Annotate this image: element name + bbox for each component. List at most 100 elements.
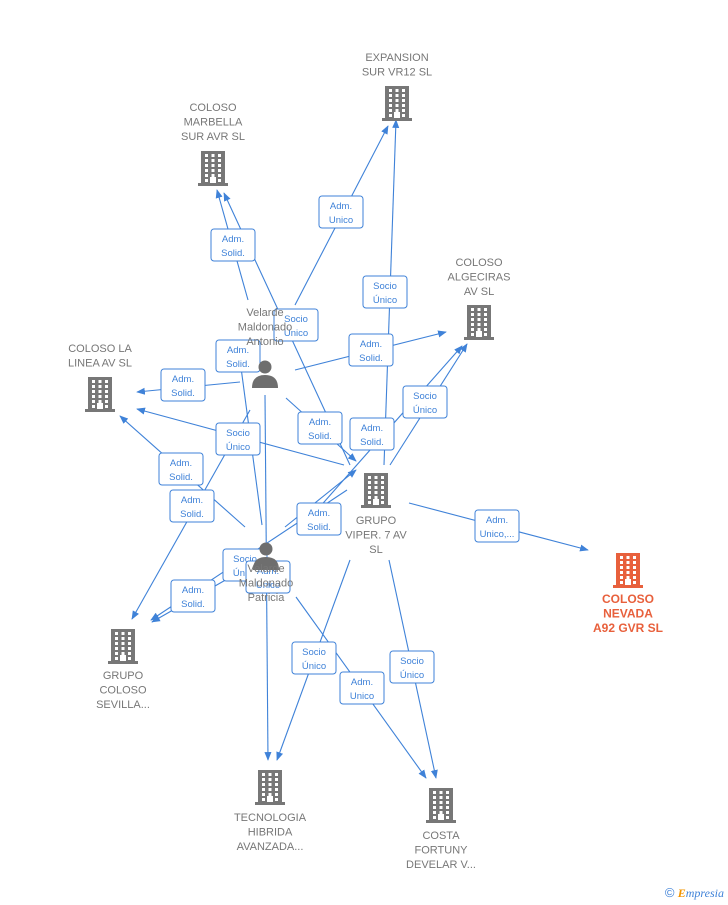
node-marbella[interactable]: COLOSO MARBELLA SUR AVR SL (181, 102, 245, 186)
node-label: GRUPO (356, 515, 397, 527)
node-label: SUR AVR SL (181, 131, 245, 143)
edge-label-box (362, 275, 408, 309)
node-tecnologia[interactable]: TECNOLOGIAHIBRIDAAVANZADA... (234, 770, 307, 853)
footer-brand[interactable]: © Empresia (665, 885, 724, 901)
edge-label-box (210, 228, 256, 262)
edge-label-box (402, 385, 448, 419)
edge-label-text: Unico (329, 215, 353, 226)
edge-label-text: Adm. (257, 566, 279, 577)
node-label: COLOSO (189, 102, 237, 114)
edge-label-text: Socio (302, 647, 326, 658)
edge-label-text: Solid. (171, 388, 195, 399)
edge-label-box (349, 417, 395, 451)
building-icon (613, 553, 643, 588)
brand-name: mpresia (685, 886, 724, 900)
edge-label-viper-to-nevada[interactable]: Adm.Unico,... (474, 509, 520, 543)
edge-label-box (474, 509, 520, 543)
edge-label-text: Socio (226, 428, 250, 439)
edge-label-box (297, 411, 343, 445)
edge-label-patricia-to-algeciras[interactable]: Adm.Solid. (349, 417, 395, 451)
edge-label-patricia-to-viper[interactable]: Adm. Solid. (296, 502, 342, 536)
node-label: SUR VR12 SL (362, 67, 432, 79)
edge-label-patricia-to-sevilla[interactable]: Adm. Solid. (170, 579, 216, 613)
edge-label-text: Único (233, 568, 257, 579)
node-label: COLOSO (99, 685, 147, 697)
node-label: VIPER. 7 AV (345, 530, 407, 542)
edge-label-box (158, 452, 204, 486)
node-label: ALGECIRAS (448, 272, 511, 284)
node-label: COSTA (422, 830, 460, 842)
edge-label-text: Socio (400, 656, 424, 667)
person-icon (252, 360, 278, 388)
node-label: DEVELAR V... (406, 859, 476, 871)
node-label: LINEA AV SL (68, 358, 132, 370)
edge-label-velarde-to-expansion[interactable]: Adm.Unico (318, 195, 364, 229)
node-label: Velarde (247, 563, 284, 575)
edge-label-text: Solid. (169, 472, 193, 483)
edge-label-box (291, 641, 337, 675)
edge-label-text: Único (226, 442, 250, 453)
edge-label-text: Unico (350, 691, 374, 702)
edge-label-text: Único (413, 405, 437, 416)
edge-label-text: Adm. (308, 508, 330, 519)
edge-label-text: Solid. (181, 599, 205, 610)
node-label: MARBELLA (184, 117, 243, 129)
edge-label-box (273, 308, 319, 342)
edge-label-patricia-to-fortuny[interactable]: Adm.Unico (339, 671, 385, 705)
building-icon (426, 788, 456, 823)
edge-label-text: Socio (284, 314, 308, 325)
node-label: NEVADA (603, 607, 653, 621)
node-label: Maldonado (238, 322, 292, 334)
edge-label-text: Solid. (307, 522, 331, 533)
edge-label-text: Adm. (222, 234, 244, 245)
copyright-icon: © (664, 885, 675, 900)
edge-label-box (318, 195, 364, 229)
brand-initial: E (677, 886, 686, 900)
edge-label-box (389, 650, 435, 684)
edge-label-box (348, 333, 394, 367)
edge-label-box (215, 339, 261, 373)
edge-label-patricia-to-linea[interactable]: Adm. Solid. (158, 452, 204, 486)
edge-label-text: Solid. (359, 353, 383, 364)
building-icon (382, 86, 412, 121)
edge-label-patricia-to-marbella[interactable]: Adm.Solid. (215, 339, 261, 373)
edge-label-text: Adm. (182, 585, 204, 596)
building-icon (464, 305, 494, 340)
node-sevilla[interactable]: GRUPO COLOSO SEVILLA... (96, 629, 150, 711)
edge-label-text: Unico (256, 580, 280, 591)
edge-label-velarde-to-viper[interactable]: Adm.Solid. (297, 411, 343, 445)
edge-label-text: Adm. (170, 458, 192, 469)
edge-label-text: Adm. (361, 423, 383, 434)
edge-label-text: Socio (373, 281, 397, 292)
edge-label-box (215, 422, 261, 456)
edge-label-velarde-to-algeciras[interactable]: Adm.Solid. (348, 333, 394, 367)
node-label: GRUPO (103, 670, 144, 682)
edge-label-box (296, 502, 342, 536)
building-icon (361, 473, 391, 508)
edge-label-text: Solid. (180, 509, 204, 520)
edge-label-velarde-to-marbella[interactable]: Adm.Solid. (210, 228, 256, 262)
node-label: COLOSO (602, 592, 654, 606)
edge-label-text: Adm. (227, 345, 249, 356)
node-label: SEVILLA... (96, 699, 150, 711)
node-label: COLOSO (455, 257, 503, 269)
edge-label-velarde-to-linea[interactable]: Adm.Solid. (160, 368, 206, 402)
edge-label-velarde-to-sevilla[interactable]: Adm.Solid. (169, 489, 215, 523)
edge-label-text: Unico,... (480, 529, 515, 540)
